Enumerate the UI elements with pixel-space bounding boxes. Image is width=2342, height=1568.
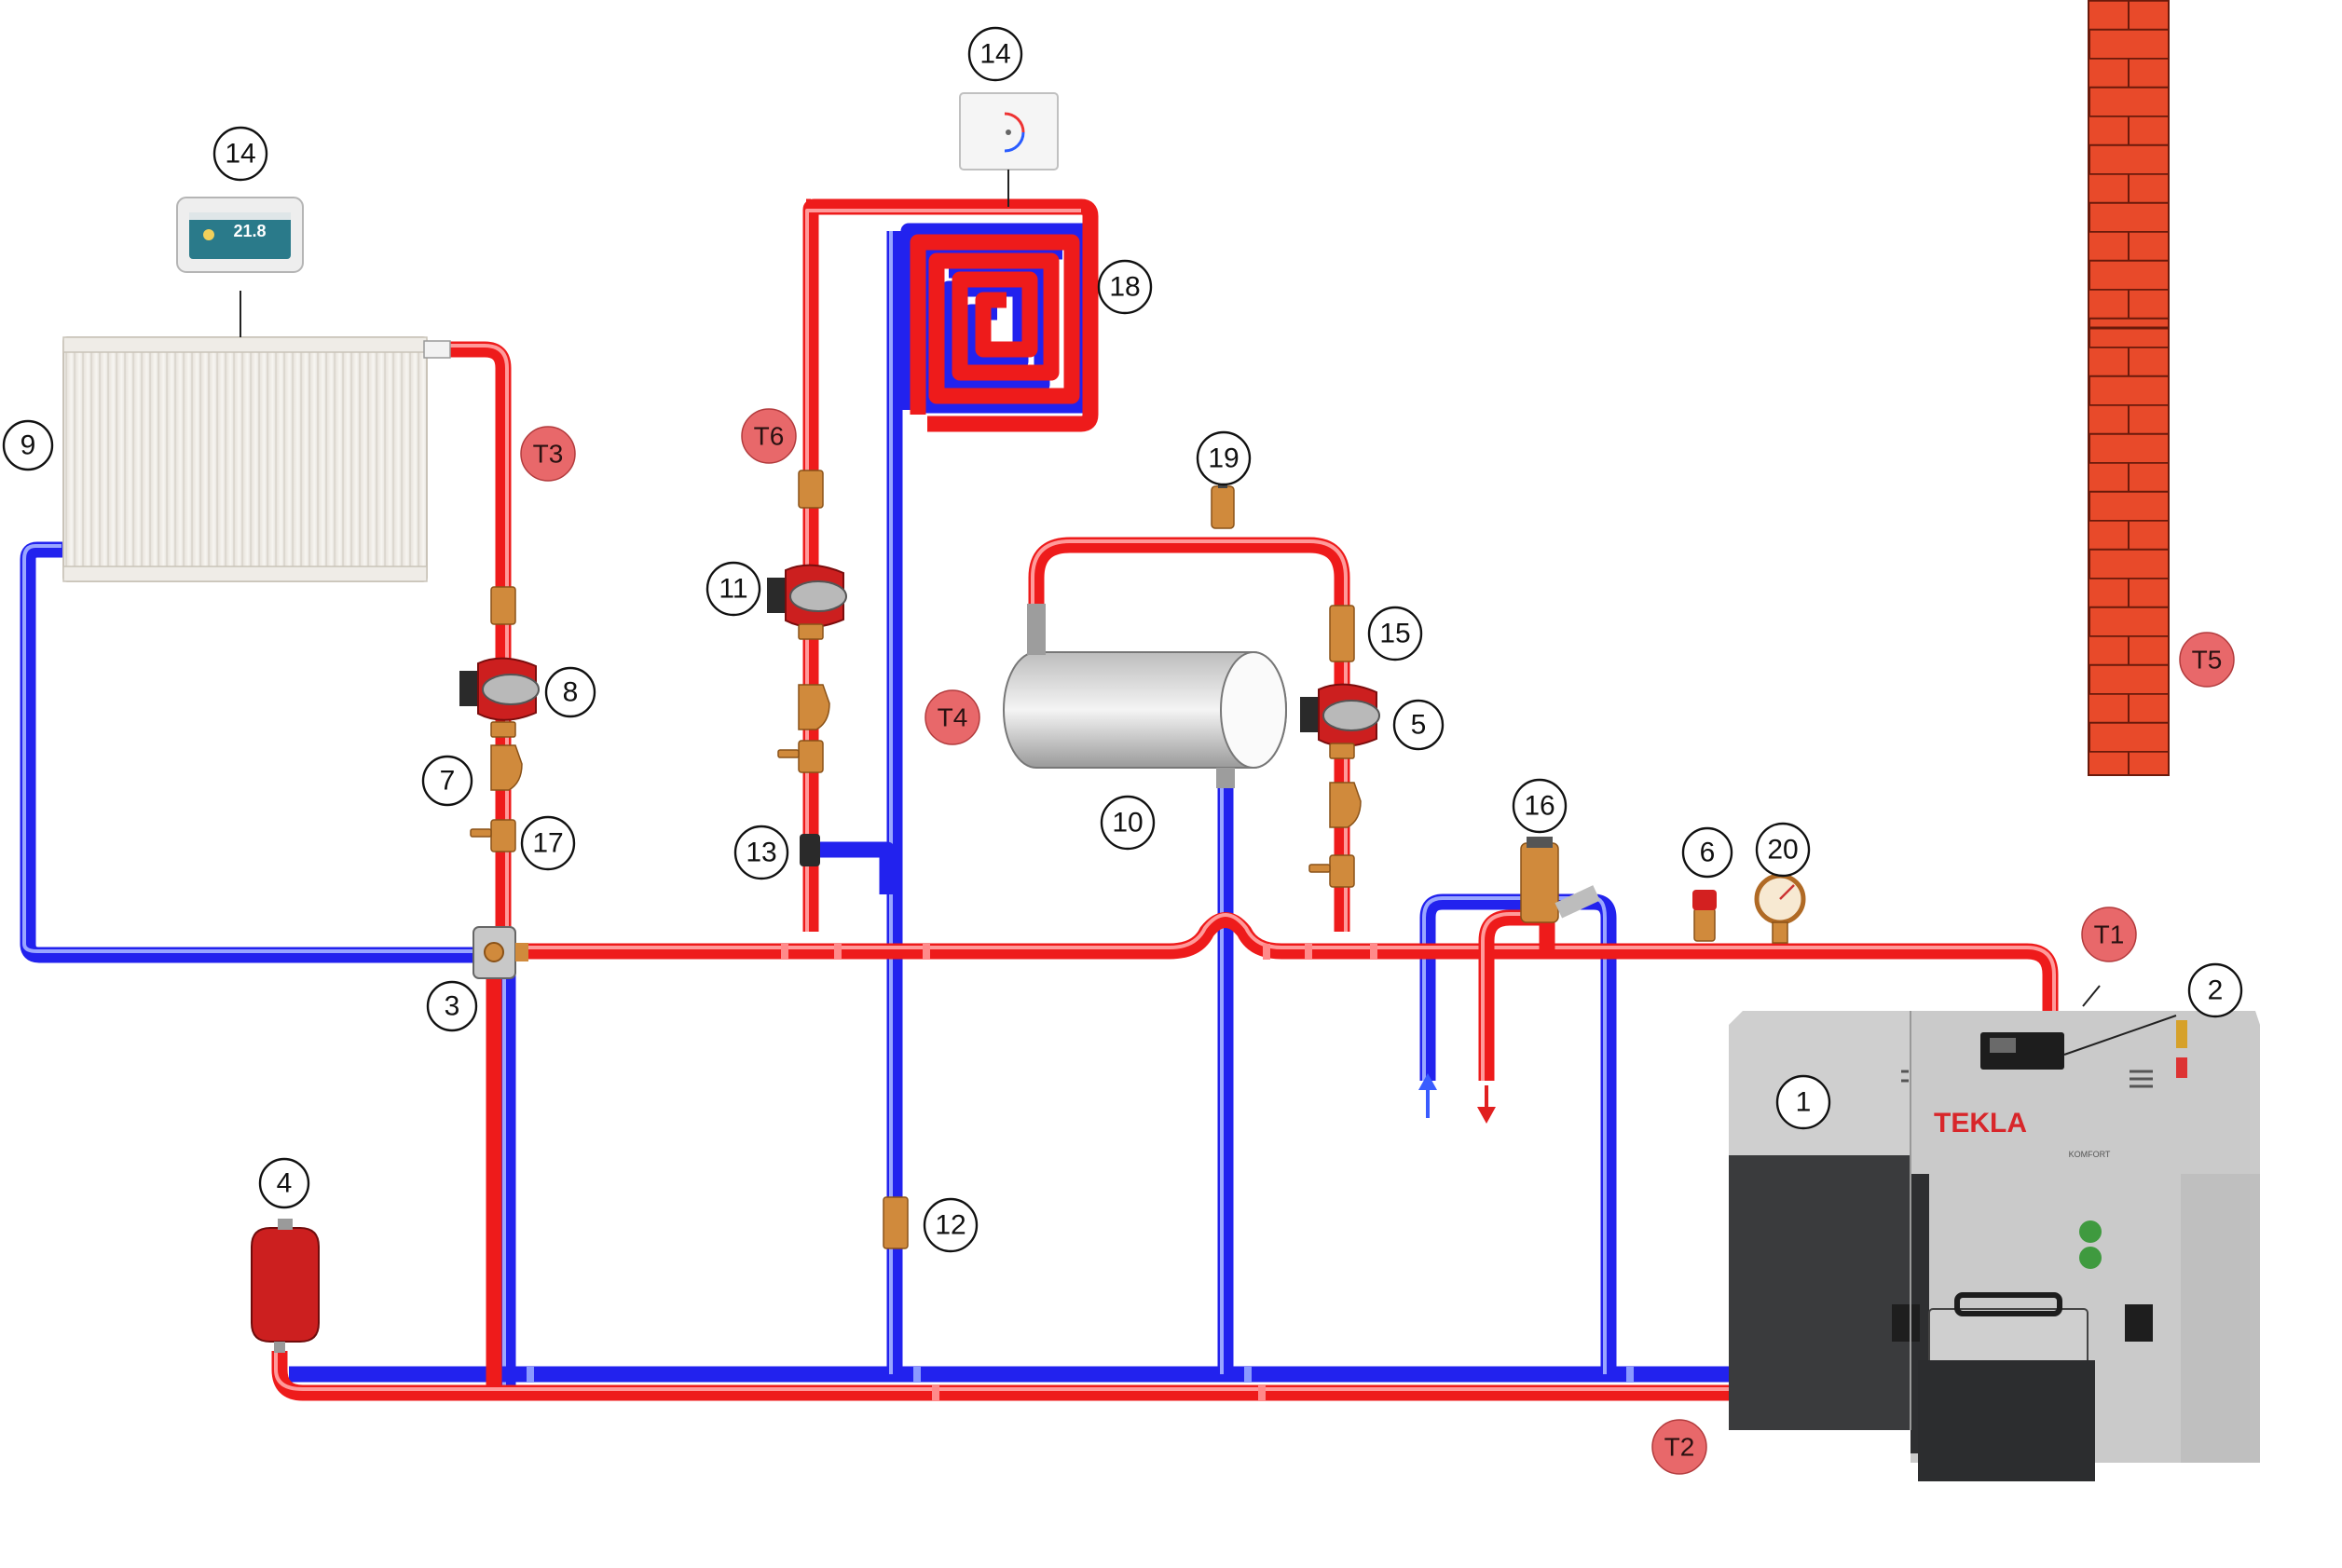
expansion-vessel (251, 1219, 320, 1353)
callout-7: 7 (421, 755, 473, 807)
callout-5: 5 (1392, 699, 1445, 751)
svg-text:5: 5 (1411, 710, 1427, 741)
callout-4: 4 (258, 1157, 310, 1209)
svg-text:15: 15 (1379, 619, 1410, 649)
safety-valve (1693, 907, 1716, 942)
callout-20: 20 (1755, 822, 1811, 878)
svg-text:10: 10 (1112, 808, 1143, 839)
sensor-t4: T4 (924, 689, 980, 745)
svg-text:T1: T1 (2094, 920, 2125, 949)
svg-text:T5: T5 (2192, 646, 2223, 675)
svg-text:19: 19 (1208, 443, 1239, 474)
return-union-fitting (883, 1196, 909, 1249)
svg-text:16: 16 (1524, 791, 1554, 822)
sensor-t5: T5 (2179, 632, 2235, 688)
svg-text:18: 18 (1109, 272, 1140, 303)
callout-11: 11 (705, 561, 761, 617)
union-fitting (490, 586, 516, 625)
callout-14-touch-thermostat: 14 (212, 126, 268, 182)
svg-text:17: 17 (532, 828, 563, 859)
boiler-door-handle (1954, 1292, 2062, 1316)
touch-room-thermostat: 21.8 (176, 197, 304, 273)
svg-text:8: 8 (563, 677, 579, 708)
radiator-circulation-pump (459, 657, 540, 721)
callout-16: 16 (1512, 778, 1568, 834)
svg-text:7: 7 (440, 766, 456, 797)
svg-text:13: 13 (746, 838, 776, 868)
dial-room-thermostat (959, 92, 1059, 207)
brass-fittings (470, 470, 1806, 1249)
sensor-t6: T6 (741, 408, 797, 464)
sensor-t3: T3 (520, 426, 576, 482)
svg-text:T6: T6 (754, 422, 785, 451)
boiler: TEKLA KOMFORT (1729, 1011, 2260, 1493)
svg-text:T3: T3 (533, 440, 564, 469)
thermostatic-mixing-valve (1520, 842, 1559, 923)
boiler-model-label: KOMFORT (2069, 1150, 2111, 1159)
svg-text:9: 9 (21, 430, 36, 461)
callout-19: 19 (1196, 430, 1252, 486)
callout-17: 17 (520, 815, 576, 871)
svg-text:14: 14 (979, 39, 1010, 70)
floor-heating-circulation-pump (767, 564, 847, 628)
callout-2: 2 (2187, 962, 2243, 1018)
callout-6: 6 (1681, 826, 1733, 879)
callout-10: 10 (1100, 795, 1156, 851)
svg-text:11: 11 (719, 574, 747, 605)
leader-lines (2063, 985, 2177, 1056)
svg-text:3: 3 (445, 991, 460, 1022)
radiator (62, 291, 451, 582)
svg-text:14: 14 (225, 139, 255, 170)
callout-3: 3 (426, 980, 478, 1032)
dhw-flow-arrows (1418, 1073, 1496, 1124)
buffer-tank (1003, 604, 1287, 788)
strainer-filter-icon (490, 744, 523, 791)
thermostat-temperature-readout: 21.8 (233, 222, 266, 240)
sun-icon (203, 229, 214, 240)
pipe-tee-fittings (527, 944, 1634, 1401)
callout-1: 1 (1775, 1074, 1831, 1130)
sensor-t1: T1 (2081, 907, 2137, 962)
svg-text:1: 1 (1796, 1087, 1812, 1118)
air-vent-valve (1211, 485, 1235, 529)
supply-pipes (271, 198, 2059, 1401)
ball-valve (490, 819, 516, 852)
svg-text:4: 4 (277, 1168, 293, 1199)
callout-12: 12 (923, 1197, 979, 1253)
svg-text:12: 12 (935, 1210, 966, 1241)
sensor-t2: T2 (1651, 1419, 1707, 1475)
tank-circulation-pump (1300, 683, 1380, 747)
boiler-brand-logo: TEKLA (1934, 1108, 2027, 1139)
check-valve (800, 834, 820, 866)
chimney-brick-wall (2088, 0, 2170, 776)
callout-15: 15 (1367, 606, 1423, 661)
svg-text:2: 2 (2208, 975, 2224, 1006)
svg-text:T2: T2 (1664, 1433, 1695, 1462)
callout-9: 9 (2, 419, 54, 471)
svg-text:20: 20 (1767, 835, 1798, 866)
callout-13: 13 (733, 825, 789, 880)
svg-text:T4: T4 (938, 703, 968, 732)
cold-water-inlet-arrow-icon (1418, 1073, 1437, 1090)
svg-text:6: 6 (1700, 838, 1716, 868)
callout-14-dial-thermostat: 14 (967, 26, 1023, 82)
boiler-class-badge-icon (2079, 1220, 2102, 1243)
callout-8: 8 (544, 666, 596, 718)
callout-18: 18 (1097, 259, 1153, 315)
hot-water-outlet-arrow-icon (1477, 1107, 1496, 1124)
